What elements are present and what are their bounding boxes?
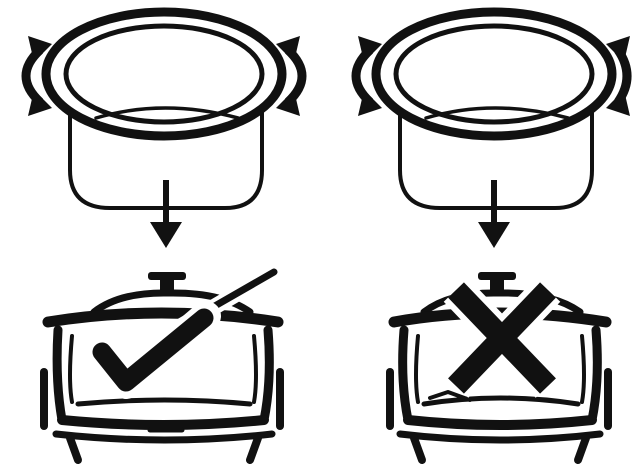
inner-pot xyxy=(371,7,617,210)
rotate-arrow-right-icon xyxy=(606,36,632,116)
inner-pot xyxy=(41,7,287,210)
down-arrow-icon xyxy=(478,180,510,248)
cooker-body xyxy=(386,272,612,464)
panel-incorrect xyxy=(351,7,632,464)
checkmark-icon xyxy=(85,264,282,399)
down-arrow-icon xyxy=(150,180,182,248)
panel-correct xyxy=(21,7,307,464)
rotate-arrow-left-icon xyxy=(351,36,382,116)
rotate-arrow-left-icon xyxy=(21,36,52,116)
x-mark-icon xyxy=(443,278,561,398)
rotate-arrow-right-icon xyxy=(276,36,307,116)
